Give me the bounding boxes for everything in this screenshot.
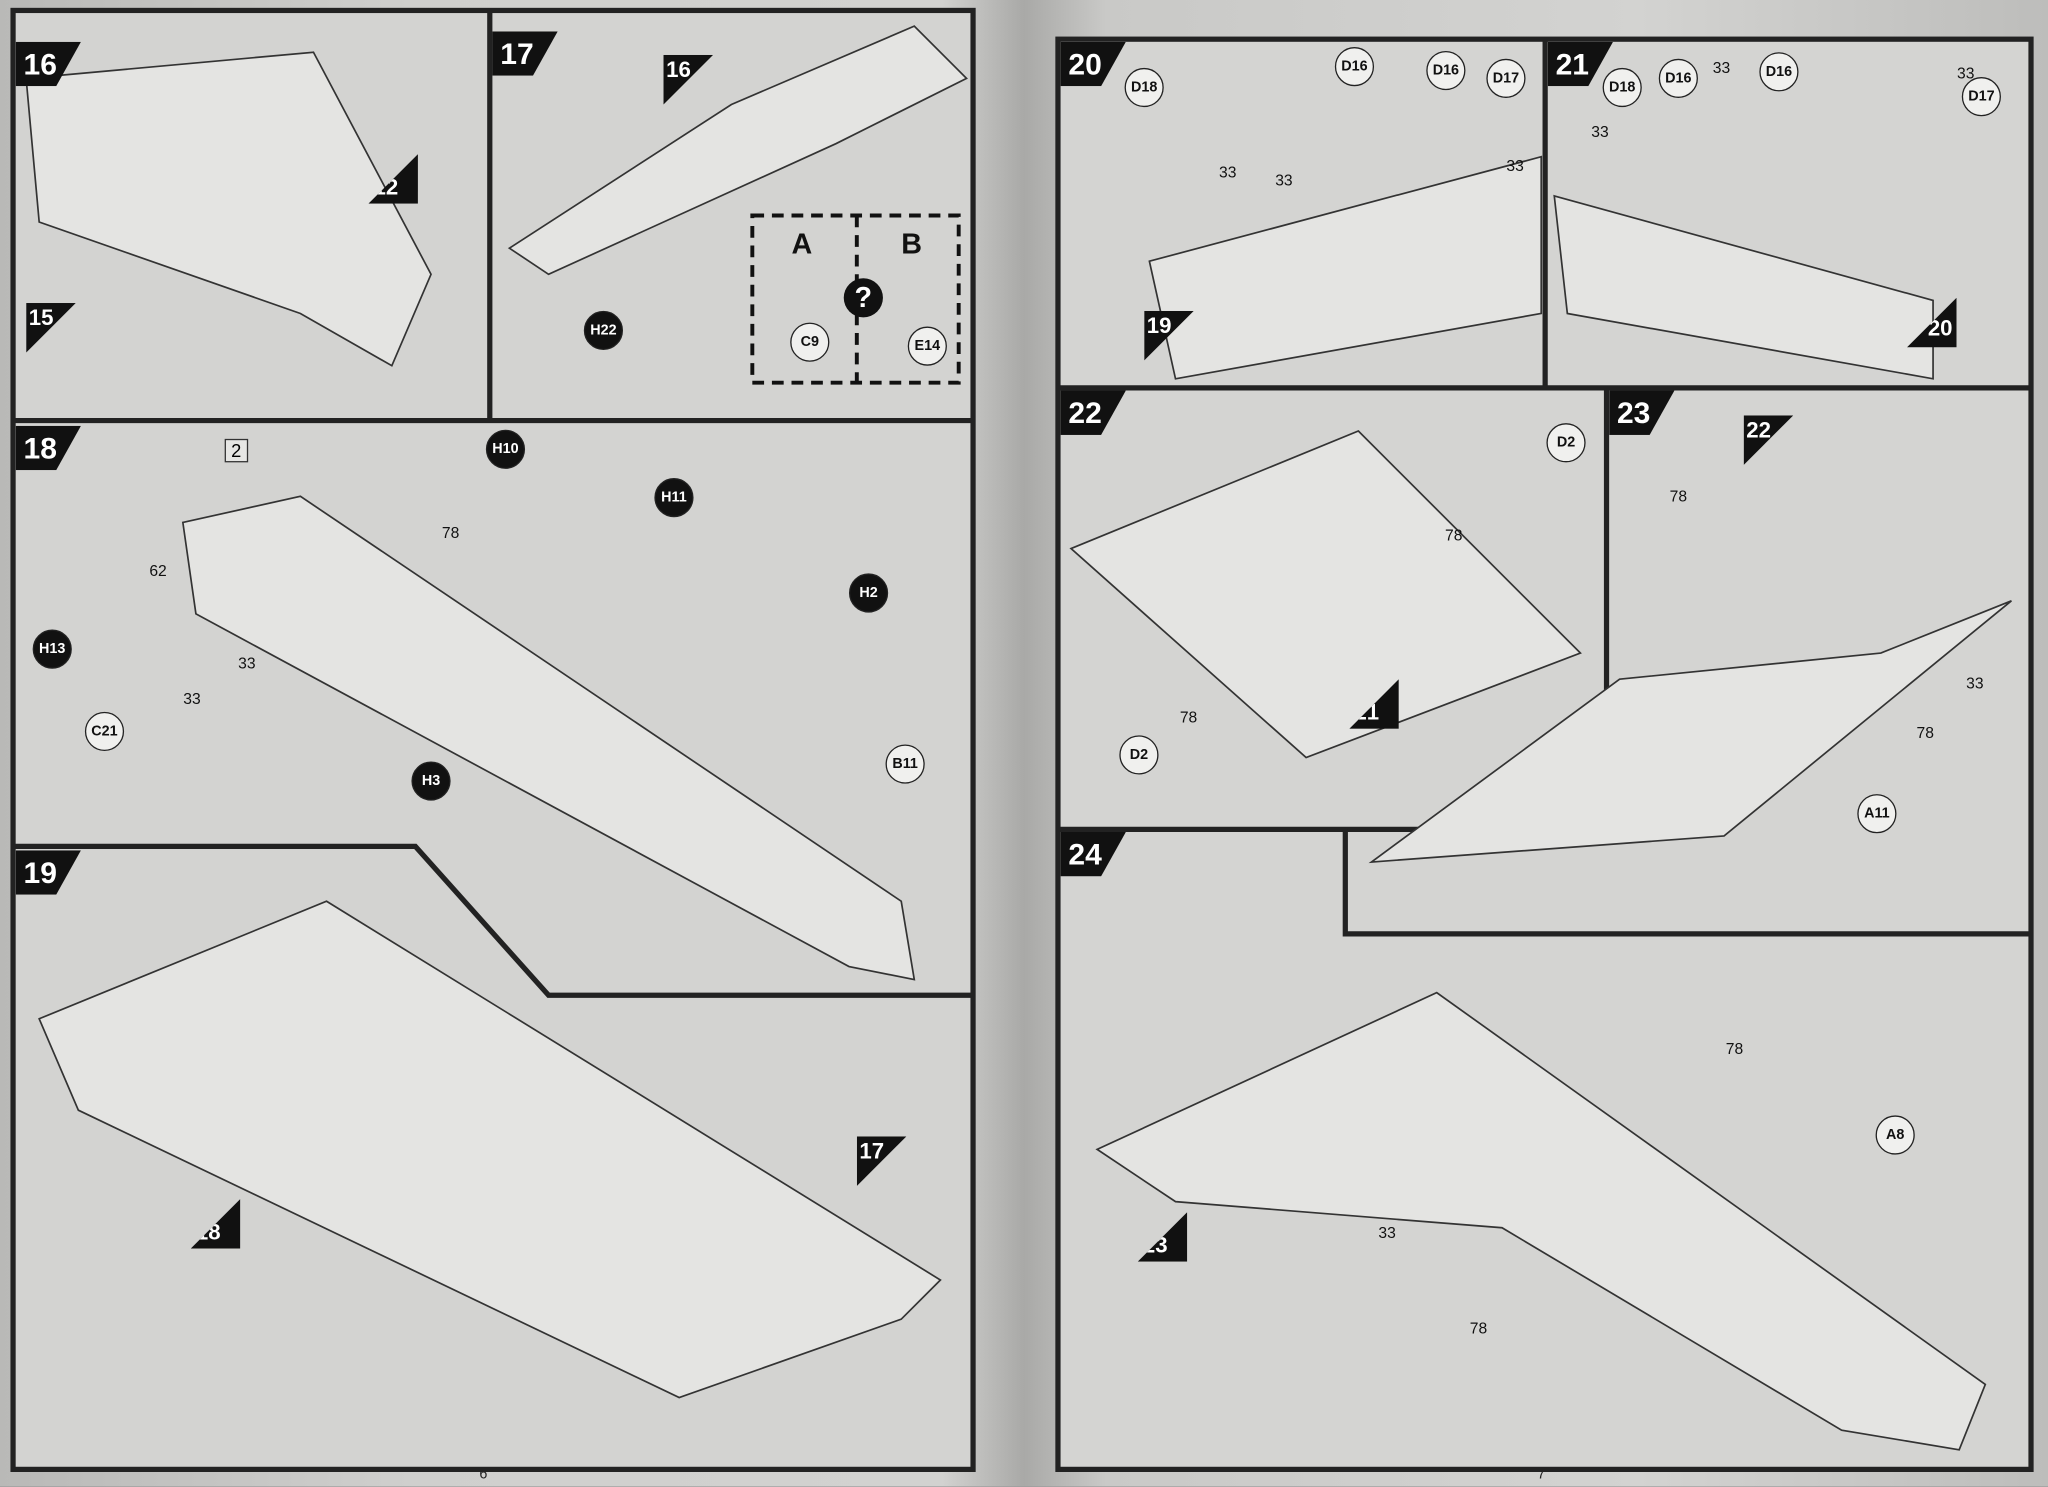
part-label: D17 <box>1961 77 2001 117</box>
paint-number: 78 <box>1444 526 1463 545</box>
paint-number: 78 <box>1725 1039 1744 1058</box>
part-label: A11 <box>1857 794 1897 834</box>
paint-number: 78 <box>1469 1319 1488 1338</box>
part-label: B11 <box>885 744 925 784</box>
paint-number: 33 <box>1591 122 1609 142</box>
paint-number: 33 <box>1966 673 1984 693</box>
part-label: D16 <box>1426 50 1466 91</box>
paint-number: 78 <box>441 523 460 543</box>
step-17-badge: 17 <box>492 31 558 76</box>
part-label: D2 <box>1119 735 1159 775</box>
part-label: D16 <box>1658 58 1698 98</box>
paint-number: 33 <box>1712 58 1731 78</box>
paint-number: 78 <box>1669 487 1688 506</box>
option-a-label: A <box>791 227 813 260</box>
part-label: H10 <box>485 429 526 469</box>
paint-number: 33 <box>183 689 201 708</box>
part-label: C9 <box>790 322 830 362</box>
part-label: D16 <box>1334 47 1375 87</box>
part-label: H2 <box>848 573 889 613</box>
question-icon: ? <box>843 278 883 318</box>
part-label: H13 <box>32 629 72 669</box>
part-label: A8 <box>1875 1115 1915 1155</box>
part-label: D17 <box>1486 58 1526 98</box>
paint-number: 78 <box>1179 707 1198 727</box>
part-label: C21 <box>84 711 125 752</box>
line-art <box>25 25 2012 1451</box>
part-label: D2 <box>1546 423 1586 463</box>
paint-number: 78 <box>1916 723 1934 742</box>
page-number-right: 7 <box>1537 1466 1546 1483</box>
option-b-label: B <box>901 227 922 260</box>
paint-number: 33 <box>1506 156 1524 176</box>
part-label: E14 <box>907 326 947 366</box>
paint-number: 33 <box>1219 163 1237 182</box>
paint-number: 33 <box>1275 171 1293 190</box>
part-label: H11 <box>654 478 694 518</box>
part-label: D16 <box>1759 52 1799 92</box>
page-number-left: 6 <box>479 1466 488 1483</box>
paint-number: 33 <box>238 654 256 673</box>
part-label: D18 <box>1124 67 1164 108</box>
paint-number: 62 <box>149 561 167 580</box>
part-label: D18 <box>1602 67 1642 108</box>
paint-number: 33 <box>1378 1223 1396 1243</box>
paint-number: 33 <box>1956 63 1975 83</box>
part-label: H3 <box>411 761 451 801</box>
decal-number-box: 2 <box>224 438 248 463</box>
part-label: H22 <box>583 310 624 351</box>
